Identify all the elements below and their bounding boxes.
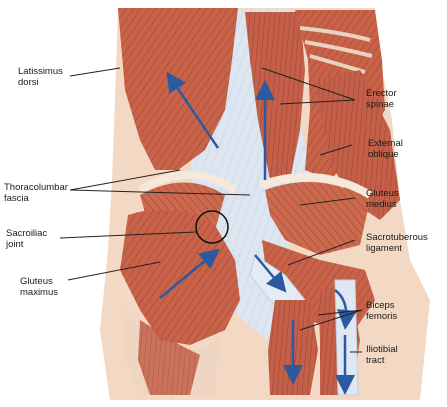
label-gluteus-medius: Gluteus medius — [366, 188, 399, 210]
label-iliotibial-tract: Iliotibial tract — [366, 344, 398, 366]
label-thoracolumbar-fascia: Thoracolumbar fascia — [4, 182, 68, 204]
label-latissimus-dorsi: Latissimus dorsi — [18, 66, 63, 88]
label-external-oblique: External oblique — [368, 138, 403, 160]
iliotibial-tract-shape — [335, 280, 358, 395]
label-gluteus-maximus: Gluteus maximus — [20, 276, 58, 298]
label-erector-spinae: Erector spinae — [366, 88, 397, 110]
label-biceps-femoris: Biceps femoris — [366, 300, 397, 322]
label-sacroiliac-joint: Sacroiliac joint — [6, 228, 47, 250]
label-sacrotuberous-ligament: Sacrotuberous ligament — [366, 232, 428, 254]
